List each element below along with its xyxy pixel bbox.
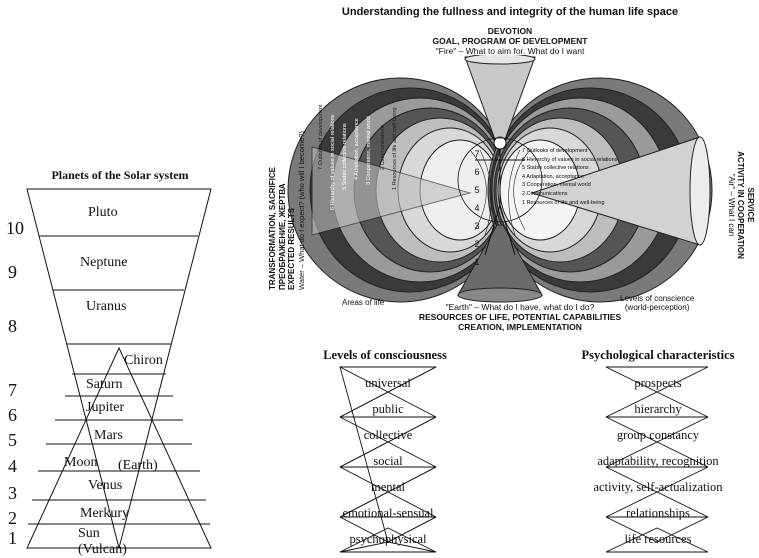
center-numbers: 7 6 5 4 3 2 1 [471, 145, 483, 271]
left-level: 6 Hierarchy of values in social relation… [330, 114, 336, 210]
consciousness-title: Levels of consciousness [323, 348, 447, 362]
planet-number: 9 [8, 262, 17, 282]
right-cone-rim [689, 136, 711, 246]
top-labels: DEVOTION GOAL, PROGRAM OF DEVELOPMENT "F… [380, 26, 640, 56]
psych-item: hierarchy [634, 402, 682, 416]
planet-jupiter: Jupiter [86, 400, 125, 415]
inner-level: 3 Cooperation, mental world [522, 182, 591, 189]
left-water: Water – What do I expect? (who will I be… [296, 131, 306, 290]
planet-number: 4 [8, 456, 17, 476]
inner-level: 6 Hierarchy of values in social relation… [522, 156, 618, 163]
left-preobrazhenie: ПРЕОБРАЖЕНИЕ, ЖЕРТВА [277, 183, 287, 290]
bottom-labels: "Earth" – What do I have, what do I do? … [380, 302, 660, 332]
planet-number: 10 [6, 218, 24, 238]
center-number: 6 [474, 167, 480, 177]
levels-conscience-line2: (world-perception) [624, 303, 690, 312]
planet-number: 1 [8, 528, 17, 548]
inner-level: 1 Resources of life and well-being [522, 199, 605, 206]
right-activity: ACTIVITY IN COOPERATION [736, 151, 746, 259]
consciousness-item: public [372, 402, 404, 416]
consciousness-item: emotional-sensual [342, 506, 434, 520]
inner-level: 4 Adaptation, acceptance [522, 173, 584, 180]
left-level: 2 Communications [380, 124, 386, 170]
planet-moon: Moon [64, 455, 98, 470]
center-number: 7 [474, 149, 480, 159]
inner-level: 2 Communications [522, 190, 568, 197]
planet-uranus: Uranus [86, 299, 127, 314]
planet-pluto: Pluto [88, 205, 118, 220]
planet-number: 2 [8, 508, 17, 528]
bottom-creation: CREATION, IMPLEMENTATION [458, 322, 582, 332]
planet-number: 3 [8, 483, 17, 503]
planet-merkury: Merkury [80, 506, 129, 521]
top-fire: "Fire" – What to aim for. What do I want [435, 46, 585, 56]
consciousness-item: social [373, 454, 403, 468]
right-side-labels: SERVICE ACTIVITY IN COOPERATION "Air" – … [727, 150, 755, 260]
psych-item: life resources [624, 532, 692, 546]
top-funnel-rim [464, 55, 536, 65]
psych-item: group constancy [616, 428, 700, 442]
psych-item: prospects [634, 376, 682, 390]
consciousness-item: collective [363, 428, 413, 442]
psych-item: activity, self-actualization [593, 480, 723, 494]
consciousness-items: universal public collective social menta… [320, 370, 456, 552]
psych-items: prospects hierarchy group constancy adap… [560, 370, 756, 552]
right-air: "Air" – What I can [727, 173, 736, 237]
levels-conscience-line1: Levels of conscience [620, 294, 695, 303]
planet-number: 7 [8, 380, 17, 400]
center-number: 5 [474, 185, 480, 195]
planet-number: 5 [8, 430, 17, 450]
psych-item: adaptability, recognition [597, 454, 719, 468]
left-level: 4 Adaptation, acceptance [354, 118, 360, 180]
inner-level: 7 Outlooks of development [522, 148, 588, 154]
consciousness-item: psychophysical [349, 532, 427, 546]
center-number: 4 [474, 203, 480, 213]
left-level: 7 Outlooks of development [318, 104, 324, 170]
consciousness-item: universal [365, 376, 411, 390]
planet-venus: Venus [88, 478, 123, 493]
human-figure [457, 136, 543, 256]
planets-title: Planets of the Solar system [51, 168, 189, 182]
bottom-earth: "Earth" – What do I have, what do I do? [445, 302, 595, 312]
planet-neptune: Neptune [80, 255, 128, 270]
left-expected: EXPECTED RESULTS [287, 207, 296, 290]
planet-number: 6 [8, 405, 17, 425]
planet-earth: (Earth) [118, 458, 158, 473]
inner-level: 5 Stable collective relations [522, 165, 589, 172]
levels-of-conscience: Levels of conscience (world-perception) [620, 294, 694, 312]
energy-lines [469, 149, 531, 236]
areas-of-life: Areas of life [342, 298, 385, 307]
left-cone [311, 146, 472, 236]
left-level-labels: 7 Outlooks of development 6 Hierarchy of… [318, 105, 468, 260]
planet-saturn: Saturn [86, 377, 123, 392]
center-number: 1 [474, 257, 480, 267]
planets-inverted-triangle [26, 188, 212, 549]
left-level: 3 Cooperation, mental world [366, 116, 372, 185]
left-side-labels: TRANSFORMATION, SACRIFICE ПРЕОБРАЖЕНИЕ, … [268, 90, 306, 290]
psych-hourglass [605, 366, 709, 553]
left-level: 1 Resources of life and well-being [392, 107, 398, 190]
inner-level-list: 7 Outlooks of development 6 Hierarchy of… [522, 147, 632, 207]
planet-number: 8 [8, 316, 17, 336]
right-service: SERVICE [746, 187, 755, 223]
planet-sun: Sun (Vulcan) [78, 526, 127, 557]
left-transformation: TRANSFORMATION, SACRIFICE [268, 167, 277, 290]
top-goal: GOAL, PROGRAM OF DEVELOPMENT [432, 36, 588, 46]
consciousness-item: mental [370, 480, 405, 494]
left-level: 5 Stable collective relations [342, 123, 348, 190]
center-number: 3 [474, 221, 480, 231]
planets-upright-triangle [26, 346, 212, 549]
planet-mars: Mars [94, 428, 123, 443]
psych-title: Psychological characteristics [581, 348, 735, 362]
life-space-diagram [287, 55, 713, 303]
bottom-funnel-rim [457, 287, 543, 303]
main-title: Understanding the fullness and integrity… [341, 6, 679, 18]
consciousness-hourglass [339, 366, 437, 553]
psych-item: relationships [626, 506, 690, 520]
top-devotion: DEVOTION [487, 26, 533, 36]
bottom-resources: RESOURCES OF LIFE, POTENTIAL CAPABILITIE… [418, 312, 622, 322]
center-number: 2 [474, 239, 480, 249]
planets-diagram [26, 188, 212, 549]
planet-chiron: Chiron [124, 353, 163, 368]
